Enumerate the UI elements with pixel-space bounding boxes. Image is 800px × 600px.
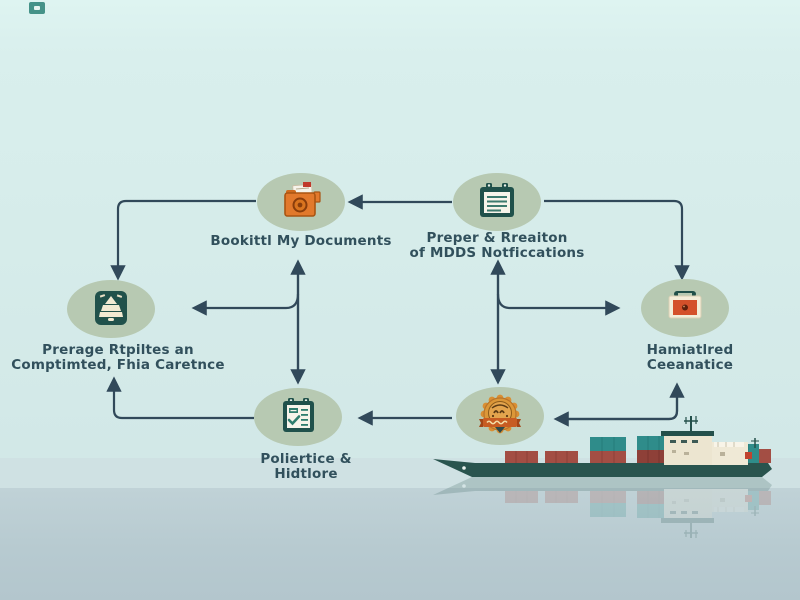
arrow-branch-to-bell xyxy=(191,293,300,316)
badge-seal-icon xyxy=(479,394,521,434)
node-clearance-left xyxy=(67,280,155,338)
ship-porthole xyxy=(462,466,466,470)
label-line: Comptimted, Fhia Caretnce xyxy=(11,356,225,373)
label-line: Hamiatlred xyxy=(646,342,734,358)
bell-icon xyxy=(95,291,127,325)
label-clearance-left: Prerage Rtpiltes an Comptimted, Fhia Car… xyxy=(11,343,225,372)
label-line: Bookittl My Documents xyxy=(210,233,392,249)
arrow-branch-to-briefcase xyxy=(496,293,621,316)
label-documents: Bookittl My Documents xyxy=(210,234,391,249)
label-line: Preper & Rreaiton xyxy=(426,230,568,246)
arrow-seal-to-briefcase xyxy=(558,382,685,421)
arrow-briefcase-to-seal xyxy=(553,387,679,427)
corner-logo-mark xyxy=(29,2,45,14)
label-line: Poliertice & xyxy=(260,451,352,467)
briefcase-icon xyxy=(668,291,702,319)
container-ship xyxy=(433,416,772,477)
ship-superstructure xyxy=(661,416,759,465)
arrow-documents-to-bell xyxy=(110,199,256,281)
label-line: Ceeanatice xyxy=(646,356,734,373)
arrow-checklist-to-bell xyxy=(106,376,254,420)
arrow-mdds-to-briefcase xyxy=(544,199,690,281)
node-clearance-right xyxy=(641,279,729,337)
clipboard-check-icon xyxy=(283,398,314,432)
node-documents xyxy=(257,173,345,231)
label-line: Hidtlore xyxy=(274,465,338,482)
notepad-icon xyxy=(480,183,514,217)
label-mdds-notifications: Preper & Rreaiton of MDDS Notficcations xyxy=(410,231,585,260)
label-line: Prerage Rtpiltes an xyxy=(42,342,194,358)
folder-documents-icon xyxy=(284,182,321,217)
label-line: of MDDS Notficcations xyxy=(409,244,585,261)
ship-containers xyxy=(505,436,771,463)
node-mdds-notifications xyxy=(453,173,541,231)
node-seal xyxy=(456,387,544,445)
node-checklist xyxy=(254,388,342,446)
label-checklist: Poliertice & Hidtlore xyxy=(260,452,351,481)
corner-logo-dot xyxy=(34,6,40,10)
label-clearance-right: Hamiatlred Ceeanatice xyxy=(647,343,734,372)
